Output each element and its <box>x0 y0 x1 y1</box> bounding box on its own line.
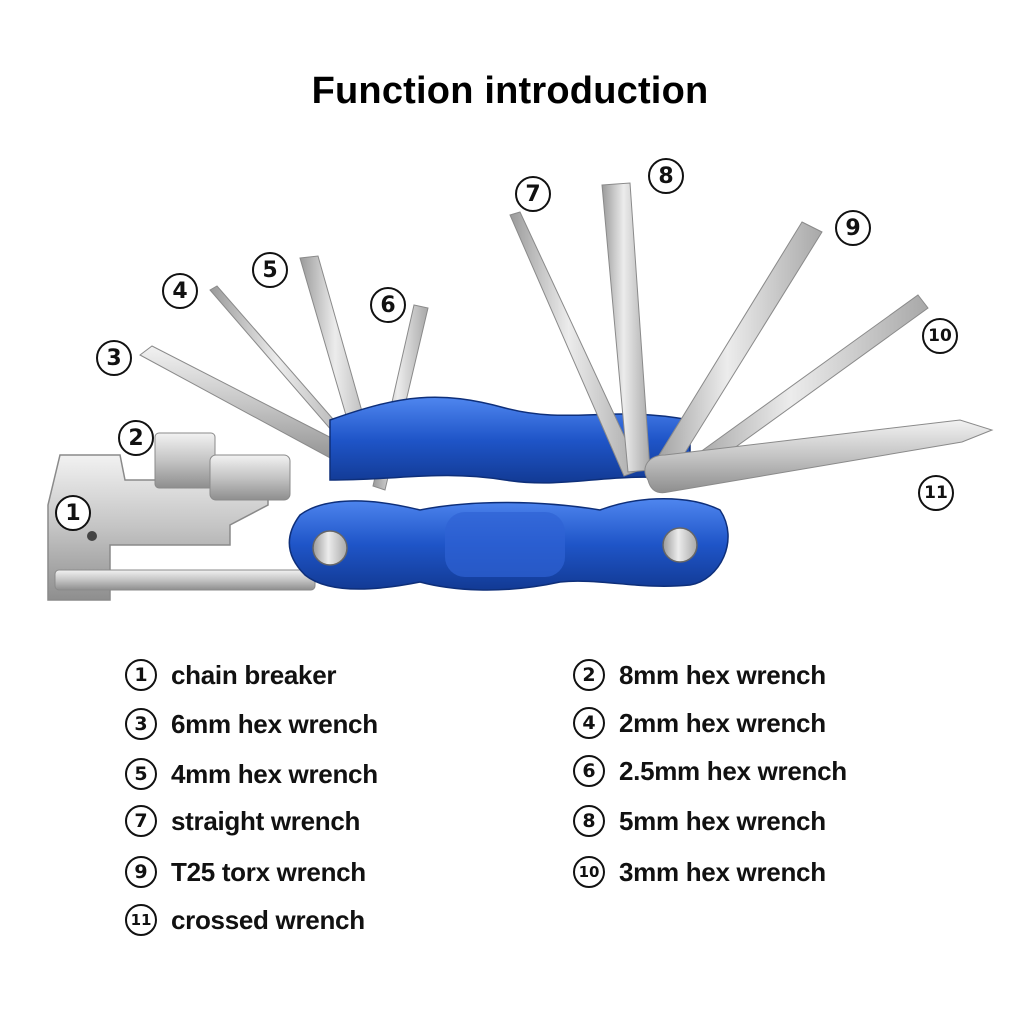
tool-body-front <box>288 498 729 591</box>
legend-number: 8 <box>573 805 605 837</box>
callout-11: 11 <box>918 475 954 511</box>
callout-2: 2 <box>118 420 154 456</box>
callout-5: 5 <box>252 252 288 288</box>
legend-label: 2mm hex wrench <box>619 707 826 738</box>
callout-10: 10 <box>922 318 958 354</box>
legend-item-3: 3 6mm hex wrench <box>125 704 378 744</box>
legend-number: 2 <box>573 659 605 691</box>
callout-4: 4 <box>162 273 198 309</box>
legend-number: 3 <box>125 708 157 740</box>
legend-item-2: 2 8mm hex wrench <box>573 655 826 695</box>
legend-item-9: 9 T25 torx wrench <box>125 852 366 892</box>
legend-label: straight wrench <box>171 805 361 836</box>
tool-8mm-hex <box>154 432 291 501</box>
legend-item-7: 7 straight wrench <box>125 801 360 841</box>
legend-number: 1 <box>125 659 157 691</box>
legend-label: T25 torx wrench <box>171 856 366 887</box>
legend-label: crossed wrench <box>171 904 365 935</box>
legend-label: 6mm hex wrench <box>171 708 378 739</box>
legend-label: chain breaker <box>171 659 337 690</box>
legend-number: 11 <box>125 904 157 936</box>
legend-label: 3mm hex wrench <box>619 856 826 887</box>
multi-tool-illustration <box>47 182 994 601</box>
legend-number: 4 <box>573 707 605 739</box>
legend-label: 2.5mm hex wrench <box>619 755 847 786</box>
callout-1: 1 <box>55 495 91 531</box>
legend-item-4: 4 2mm hex wrench <box>573 703 826 743</box>
legend-number: 10 <box>573 856 605 888</box>
legend-label: 8mm hex wrench <box>619 659 826 690</box>
legend-item-10: 10 3mm hex wrench <box>573 852 826 892</box>
legend-label: 4mm hex wrench <box>171 758 378 789</box>
legend-item-5: 5 4mm hex wrench <box>125 754 378 794</box>
callout-3: 3 <box>96 340 132 376</box>
legend-number: 6 <box>573 755 605 787</box>
legend-number: 9 <box>125 856 157 888</box>
legend-item-1: 1 chain breaker <box>125 655 337 695</box>
page-title: Function introduction <box>311 70 709 112</box>
callout-7: 7 <box>515 176 551 212</box>
legend-label: 5mm hex wrench <box>619 805 826 836</box>
callout-9: 9 <box>835 210 871 246</box>
callout-6: 6 <box>370 287 406 323</box>
legend-item-8: 8 5mm hex wrench <box>573 801 826 841</box>
legend-number: 5 <box>125 758 157 790</box>
legend-number: 7 <box>125 805 157 837</box>
legend-item-6: 6 2.5mm hex wrench <box>573 751 847 791</box>
callout-8: 8 <box>648 158 684 194</box>
legend-item-11: 11 crossed wrench <box>125 900 365 940</box>
tool-crossed-screwdriver <box>644 419 994 494</box>
